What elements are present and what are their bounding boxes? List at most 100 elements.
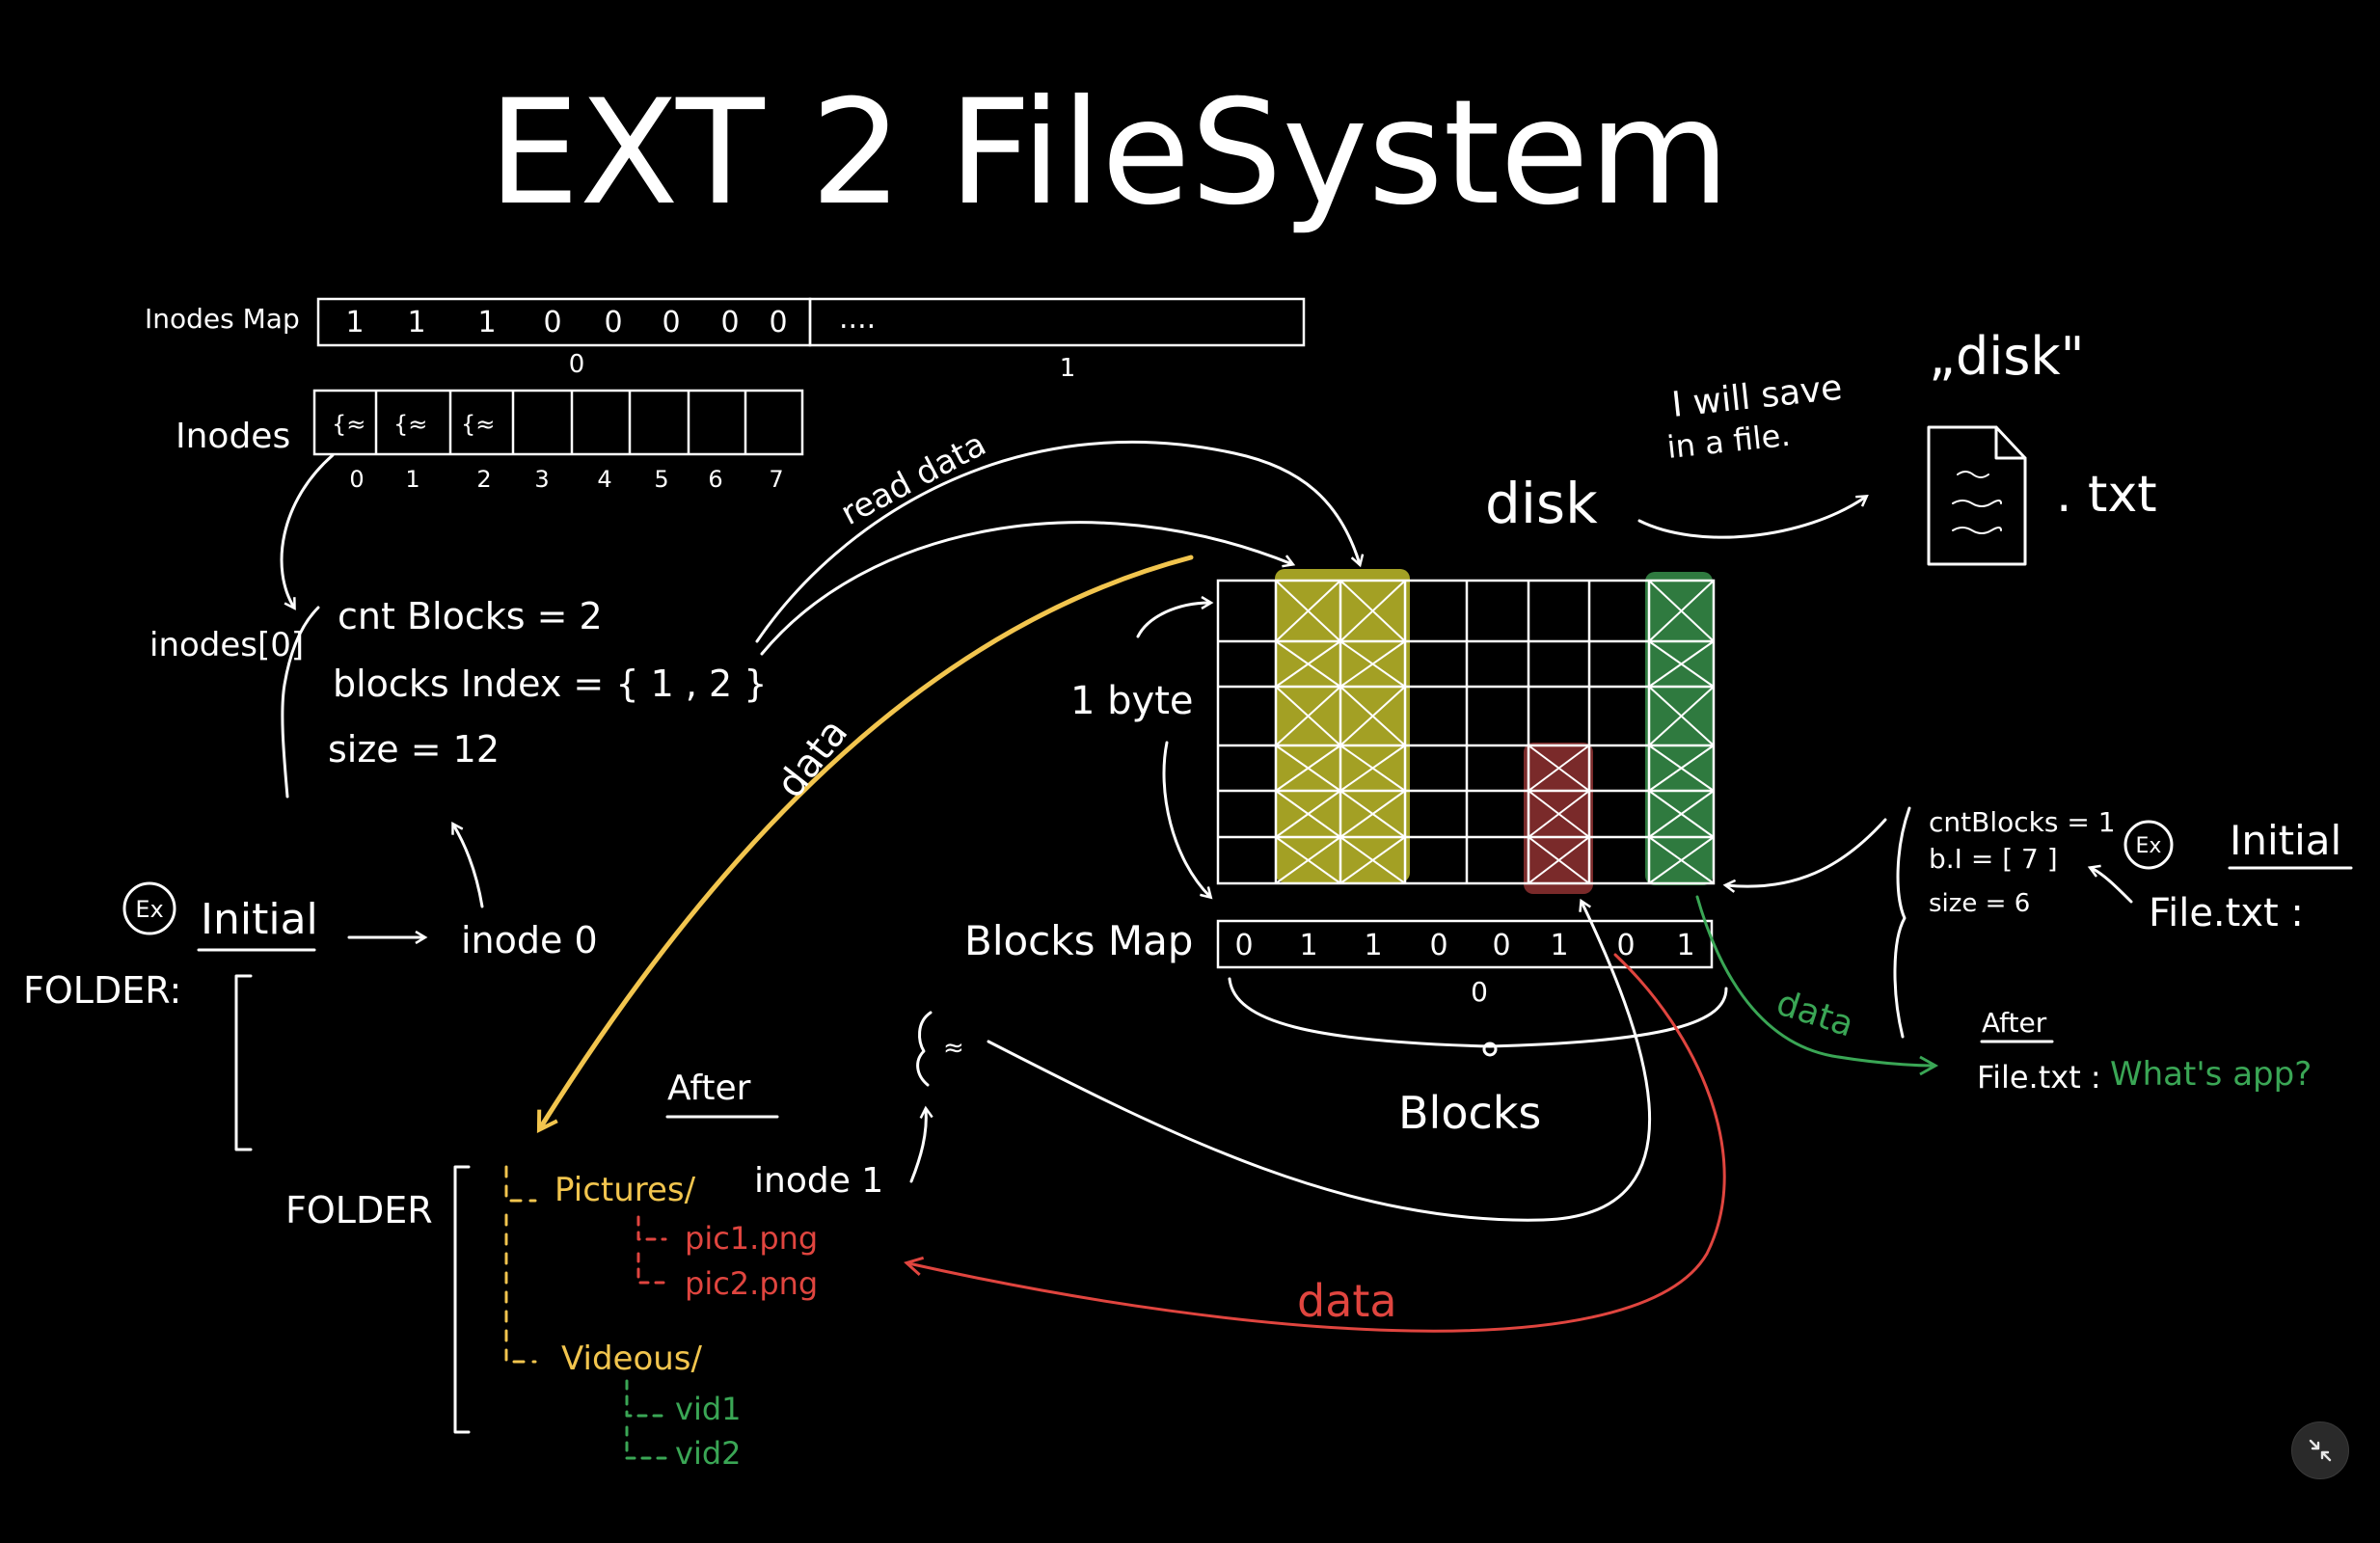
inode-indices: 0 1 2 3 4 5 6 7 (349, 466, 783, 493)
inode-detail-brace (281, 606, 320, 799)
blocks-map-bit: 1 (1364, 929, 1382, 962)
inode-map-bit: 1 (407, 306, 425, 339)
right-initial-arrow (2091, 868, 2133, 904)
file-extension: . txt (2056, 466, 2157, 524)
blocks-map-bit: 0 (1492, 929, 1510, 962)
right-after-label: After (1982, 1007, 2047, 1039)
inode-detail-line: blocks Index = { 1 , 2 } (333, 663, 767, 705)
right-initial-label: Initial (2230, 817, 2341, 864)
right-brace (1893, 806, 1911, 1039)
inode-index: 2 (476, 466, 491, 493)
after-label-left: After (667, 1069, 751, 1108)
example-badge (122, 881, 176, 935)
inode-map-bit: 0 (720, 306, 739, 339)
inode-index: 6 (708, 466, 722, 493)
right-detail-line: size = 6 (1929, 889, 2030, 918)
inode-cell-content: {≈ (461, 411, 495, 438)
folder-label-after: FOLDER (285, 1189, 433, 1232)
folder-label-initial: FOLDER: (23, 969, 181, 1012)
blocks-map-label: Blocks Map (964, 917, 1193, 964)
blocks-label: Blocks (1398, 1087, 1541, 1139)
blocks-map-bit: 1 (1550, 929, 1568, 962)
blocks-map-box (1216, 919, 1714, 969)
blocks-map-group: 0 (1471, 976, 1488, 1008)
inode-detail-name: inodes[0] (149, 626, 304, 664)
disk-to-file-arrow (1637, 497, 1866, 539)
tree-pic1: pic1.png (685, 1220, 818, 1257)
tree-pictures: Pictures/ (554, 1171, 696, 1209)
disk-grid (1216, 579, 1716, 885)
read-data-arrow-2 (760, 521, 1292, 656)
inode-map-bit: 1 (345, 306, 364, 339)
blocks-map-bit: 0 (1234, 929, 1253, 962)
inode-index: 1 (405, 466, 419, 493)
inode-map-box-1 (808, 297, 1306, 347)
inode-map-group-0: 0 (569, 350, 585, 379)
blocks-map-bits: 0 1 1 0 0 1 0 1 (1234, 929, 1694, 962)
title: EXT 2 FileSystem (488, 69, 1730, 237)
right-example-badge-label: Ex (2136, 834, 2162, 858)
inode0-label: inode 0 (461, 919, 598, 961)
read-data-label: read data (834, 425, 992, 533)
folder-tree (504, 1165, 667, 1460)
inode1-up-arrow (909, 1109, 926, 1183)
block-highlight-red (1524, 743, 1593, 894)
tree-vid1: vid1 (675, 1391, 742, 1427)
inode-map-bit: 0 (543, 306, 561, 339)
inode-cell-content: {≈ (332, 411, 365, 438)
inode-index: 7 (769, 466, 783, 493)
byte-arrow-top (1136, 603, 1210, 638)
tree-videos: Videous/ (561, 1340, 703, 1378)
disk-note-line1: I will save (1670, 368, 1845, 425)
inode-index: 5 (654, 466, 668, 493)
inode-map-bits: 1 1 1 0 0 0 0 0 (345, 306, 787, 339)
blocks-map-bit: 1 (1299, 929, 1317, 962)
tree-pic2: pic2.png (685, 1265, 818, 1302)
inode-map-more: .... (839, 302, 876, 336)
blocks-map-bit: 0 (1429, 929, 1447, 962)
folder-bracket-initial (234, 974, 253, 1151)
inode-map-group-1: 1 (1060, 354, 1076, 383)
data-arrow-yellow (536, 555, 1194, 1133)
inode1-to-blocks-arrow (987, 902, 1652, 1222)
data-arrow-green (1695, 895, 1939, 1076)
inode1-label: inode 1 (754, 1161, 883, 1201)
folder-bracket-after (453, 1165, 471, 1434)
inode-index: 3 (534, 466, 549, 493)
collapse-icon (2309, 1439, 2332, 1462)
collapse-button[interactable] (2291, 1421, 2349, 1479)
disk-label: disk (1485, 471, 1598, 536)
block-highlight-yellow (1275, 569, 1410, 882)
inode-map-bit: 1 (477, 306, 496, 339)
tree-vid2: vid2 (675, 1435, 742, 1472)
inode-map-label: Inodes Map (145, 303, 300, 335)
inodes-table (312, 389, 804, 456)
inode-detail-line: size = 12 (328, 728, 500, 771)
right-detail-line: b.I = [ 7 ] (1929, 843, 2058, 875)
inode-map-bit: 0 (662, 306, 680, 339)
data-arrow-red (904, 953, 1726, 1333)
inodes-label: Inodes (176, 417, 290, 456)
inode1-brace (916, 1011, 933, 1087)
right-after-file: File.txt : (1977, 1059, 2101, 1096)
blocks-brace-point (1482, 1042, 1498, 1057)
blocks-map-bit: 1 (1676, 929, 1694, 962)
data-label-red: data (1297, 1275, 1397, 1327)
inode-detail-line: cnt Blocks = 2 (338, 595, 603, 637)
inode-index: 0 (349, 466, 364, 493)
byte-arrow-bottom (1162, 741, 1210, 897)
example-badge-label: Ex (135, 896, 163, 923)
inode-cell-content: {≈ (393, 411, 427, 438)
inode-map-bit: 0 (604, 306, 622, 339)
right-detail-line: cntBlocks = 1 (1929, 806, 2116, 838)
disk-quoted: „disk" (1929, 326, 2085, 387)
right-file-label: File.txt : (2149, 891, 2304, 935)
blocks-map-bit: 0 (1616, 929, 1635, 962)
file-icon (1927, 425, 2027, 566)
read-data-arrow-1 (755, 440, 1360, 643)
inode-index: 4 (597, 466, 611, 493)
inode0-up-arrow (453, 825, 484, 908)
inode1-brace-content: ≈ (943, 1034, 964, 1063)
right-after-content: What's app? (2110, 1055, 2312, 1094)
